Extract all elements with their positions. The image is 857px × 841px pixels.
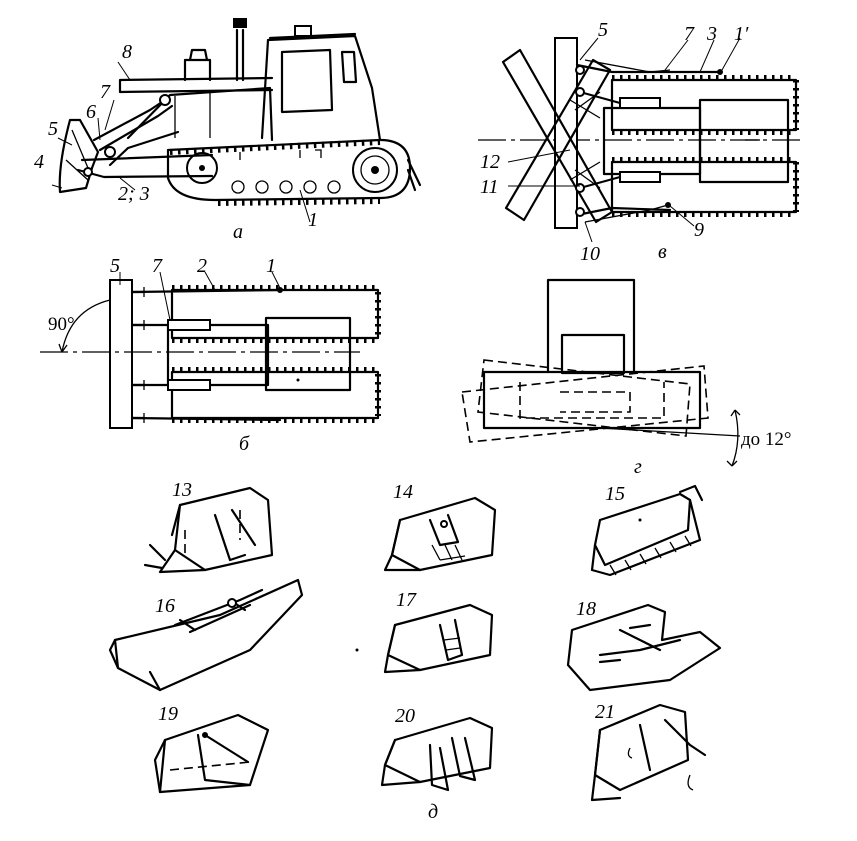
label-1prime-v: 1′ [734,23,749,45]
label-6: 6 [86,101,96,123]
variant-label-19: 19 [158,703,178,725]
label-3-v: 3 [706,23,717,45]
variant-label-21: 21 [595,701,615,723]
variant-label-20: 20 [395,705,415,727]
panel-g-tilt-view: до 12° г [461,278,792,478]
label-7-b: 7 [152,255,163,277]
label-9: 9 [694,219,704,241]
variant-label-18: 18 [576,598,596,620]
variant-label-13: 13 [172,479,192,501]
variant-13: 13 [143,479,274,574]
panel-letter-a: а [233,221,243,243]
panel-letter-b: б [239,433,250,455]
panel-letter-v: в [658,241,667,263]
variant-21: 21 [590,701,707,802]
variant-19: 19 [153,703,270,794]
label-2-3: 2; 3 [118,183,150,205]
blade-tilted-2 [477,359,691,437]
panel-b-top-view: 5 7 2 1 90° б [40,255,381,455]
label-5: 5 [48,118,58,140]
panel-letter-g: г [634,456,642,478]
label-10: 10 [580,243,600,265]
label-8: 8 [122,41,132,63]
track-shoes [169,139,381,155]
variant-15: 15 [590,483,704,577]
variant-18: 18 [566,598,722,692]
label-7-v: 7 [684,23,695,45]
engine-hood [126,86,274,142]
blade-straight-b [109,279,133,429]
blade-level [482,370,702,430]
variant-label-16: 16 [155,595,175,617]
road-wheels [231,180,341,194]
variant-label-17: 17 [396,589,417,611]
hydraulic-cylinder [92,98,167,142]
variant-20: 20 [380,705,494,792]
blade-tilted-1 [461,365,709,443]
blade [58,118,100,194]
blade-angled-right [501,48,614,224]
variant-16: 16 [108,578,304,692]
label-5-b: 5 [110,255,120,277]
track-outline [166,138,412,202]
cylinder-lower [619,171,661,183]
angle-label-90: 90° [48,314,75,335]
label-11: 11 [480,176,499,198]
label-12: 12 [480,151,500,173]
blade-mount-pins [130,287,146,423]
panel-d-variants: 13 14 15 16 17 18 [108,479,722,823]
label-5-v: 5 [598,19,608,41]
blade-angled-left [504,58,612,222]
variant-14: 14 [383,481,497,572]
panel-v-top-view: 5 7 3 1′ 12 11 10 9 в [478,19,800,265]
label-1: 1 [308,209,318,231]
variant-label-14: 14 [393,481,413,503]
angle-arc-12 [731,409,739,467]
angle-arc-90 [61,299,111,353]
angle-label-12: до 12° [741,429,792,450]
panel-a-side-view: 8 7 6 5 4 2; 3 1 а [34,18,422,243]
variant-17: 17 [383,589,494,674]
label-1-b: 1 [266,255,276,277]
label-4: 4 [34,151,44,173]
cab [260,34,382,142]
cylinder-upper [619,97,661,109]
variant-label-15: 15 [605,483,625,505]
panel-letter-d: д [428,801,438,823]
label-7: 7 [100,81,111,103]
label-2-b: 2 [197,255,207,277]
